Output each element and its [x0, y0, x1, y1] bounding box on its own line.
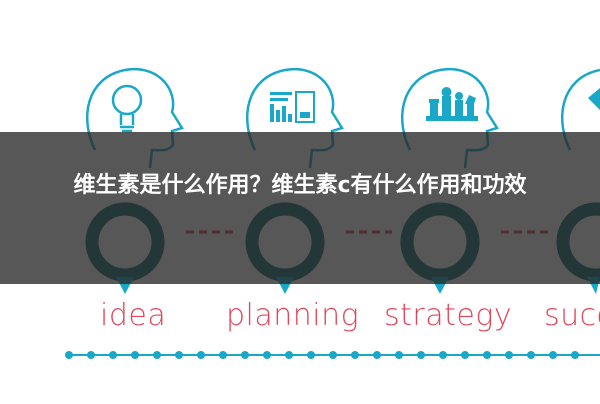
timeline-dot: [285, 351, 293, 359]
timeline-dot: [483, 351, 491, 359]
timeline-dot: [109, 351, 117, 359]
timeline-dot: [241, 351, 249, 359]
timeline-dot: [87, 351, 95, 359]
timeline-dot: [527, 351, 535, 359]
timeline-dot: [417, 351, 425, 359]
stage-label-strategy: strategy: [384, 298, 513, 333]
timeline-dot: [197, 351, 205, 359]
timeline-dot: [505, 351, 513, 359]
headline-title[interactable]: 维生素是什么作用？维生素c有什么作用和功效: [73, 173, 527, 198]
timeline-dot: [329, 351, 337, 359]
timeline-dot: [571, 351, 579, 359]
stage-label-success: succ: [544, 298, 600, 333]
timeline-dot: [263, 351, 271, 359]
timeline-dot: [351, 351, 359, 359]
timeline-dot: [439, 351, 447, 359]
timeline-dot: [373, 351, 381, 359]
timeline-dot: [307, 351, 315, 359]
headline-overlay-banner: [0, 132, 600, 284]
timeline-dot: [131, 351, 139, 359]
timeline-dot: [395, 351, 403, 359]
lightbulb-icon: [111, 84, 143, 133]
timeline-dot: [153, 351, 161, 359]
timeline-dot: [461, 351, 469, 359]
timeline-dot: [219, 351, 227, 359]
timeline-dot: [175, 351, 183, 359]
timeline-dot: [549, 351, 557, 359]
chess-pieces-icon: [426, 87, 478, 121]
stage-label-idea: idea: [100, 298, 167, 333]
timeline-dots: [65, 351, 579, 359]
timeline-dot: [65, 351, 73, 359]
bar-chart-icon: [270, 91, 315, 123]
success-icon-partial: [588, 88, 600, 110]
stage-label-planning: planning: [226, 298, 360, 333]
